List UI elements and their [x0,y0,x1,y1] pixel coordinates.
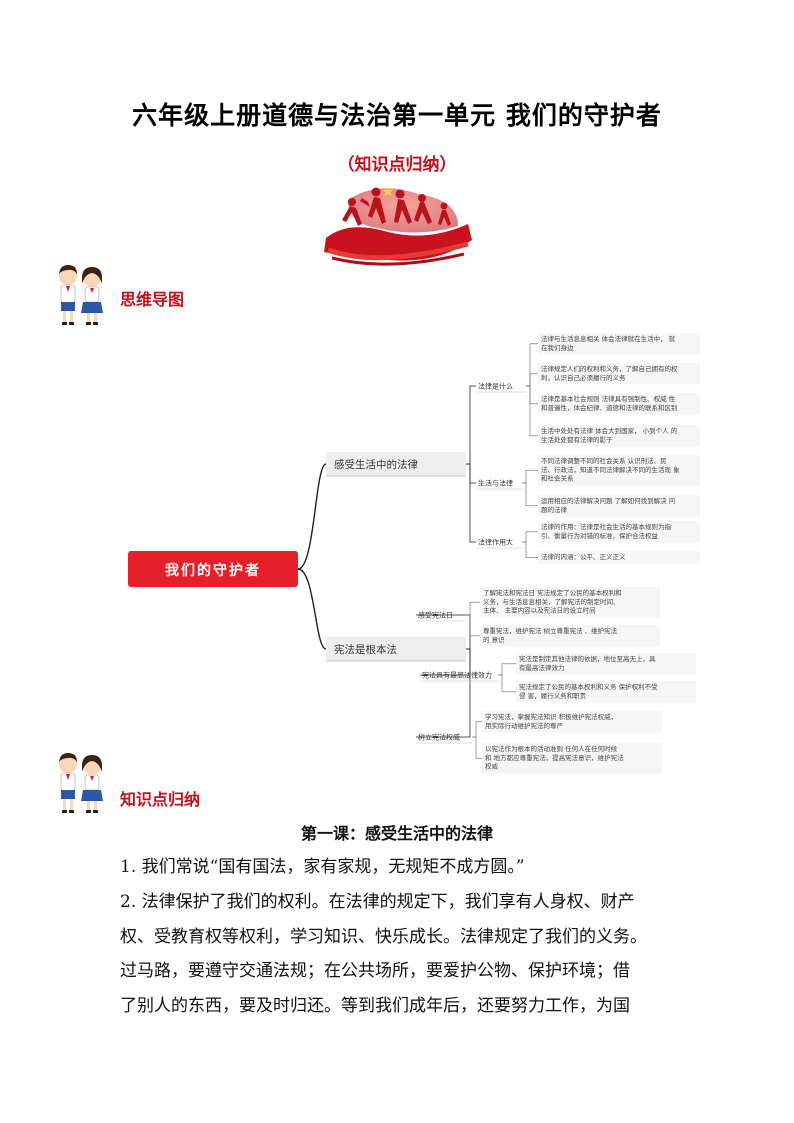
svg-text:利，认识自己必须履行的义务: 利，认识自己必须履行的义务 [541,373,626,382]
paragraph-line: 1. 我们常说“国有国法，家有家规，无规矩不成方圆。” [120,857,525,877]
mindmap-branch: 宪法是根本法 [326,637,466,662]
svg-text:义务，与生活息息相关，了解宪法的制定时间、: 义务，与生活息息相关，了解宪法的制定时间、 [483,597,620,606]
mindmap-leaf: 法律的内涵：公平、正义正义 [538,551,700,564]
paragraph-line: 了别人的东西，要及时归还。等到我们成年后，还要努力工作，为国 [120,995,630,1016]
svg-text:题的法律: 题的法律 [541,505,568,514]
svg-text:法律作用大: 法律作用大 [478,538,513,547]
svg-text:权威: 权威 [485,762,499,771]
mind-map: 我们的守护者 感受生活中的法律 法律是什么 法律与生活息息相关 体会法律就在生活中， … [128,333,700,774]
page-title: 六年级上册道德与法治第一单元 我们的守护者 [132,101,662,130]
mindmap-leaf: 法律是基本社会规则 法律具有强制性、权威 性和普遍性，体会纪律、道德和法律的联系… [538,393,700,415]
paragraph-line: 过马路，要遵守交通法规；在公共场所，要爱护公物、保护环境；借 [120,961,630,981]
svg-text:不同法律调整不同的社会关系 认识刑法、民: 不同法律调整不同的社会关系 认识刑法、民 [541,456,667,465]
svg-text:法律是什么: 法律是什么 [478,382,513,391]
svg-text:引、衡量行为对错的标准，保护合法权益: 引、衡量行为对错的标准，保护合法权益 [541,531,659,540]
mindmap-node: 宪法具有最高法律效力 [420,671,498,682]
svg-text:侵 害，履行义务和职责: 侵 害，履行义务和职责 [519,691,587,700]
svg-text:有最高法律效力: 有最高法律效力 [519,663,565,672]
mindmap-leaf: 了解宪法和宪法日 宪法规定了公民的基本权利和义务，与生活息息相关，了解宪法的制定… [480,587,660,618]
svg-text:感受宪法日: 感受宪法日 [418,611,453,620]
points-heading: 知识点归纳 [120,790,201,809]
svg-text:在我们身边: 在我们身边 [541,343,574,352]
svg-text:主体、 主要内容以及宪法日的设立时间: 主体、 主要内容以及宪法日的设立时间 [483,606,596,615]
mindmap-branch: 感受生活中的法律 [326,452,466,477]
svg-text:生活与法律: 生活与法律 [478,479,513,488]
svg-text:树立宪法权威: 树立宪法权威 [418,733,460,742]
mindmap-root: 我们的守护者 [128,551,298,587]
mindmap-leaf: 宪法是制定其他法律的依据，地位至高无上，具有最高法律效力 [516,653,696,675]
mindmap-leaf: 不同法律调整不同的社会关系 认识刑法、民法、行政法，知道不同法律解决不同的生活现… [538,455,700,486]
svg-text:宪法具有最高法律效力: 宪法具有最高法律效力 [422,671,492,680]
paragraph-line: 2. 法律保护了我们的权利。在法律的规定下，我们享有人身权、财产 [120,892,635,912]
svg-text:宪法是根本法: 宪法是根本法 [334,643,397,656]
mindmap-node: 法律作用大 [476,538,522,549]
svg-text:法律与生活息息相关 体会法律就在生活中， 就: 法律与生活息息相关 体会法律就在生活中， 就 [541,334,676,343]
svg-text:感受生活中的法律: 感受生活中的法律 [334,458,418,471]
svg-text:运用相应的法律解决问题 了解如何找到解决 问: 运用相应的法律解决问题 了解如何找到解决 问 [541,496,675,505]
paragraph-2: 2. 法律保护了我们的权利。在法律的规定下，我们享有人身权、财产 权、受教育权等… [120,885,680,1023]
paragraph-line: 权、受教育权等权利，学习知识、快乐成长。法律规定了我们的义务。 [120,926,647,947]
svg-text:的 意识: 的 意识 [483,635,505,644]
mindmap-node: 树立宪法权威 [416,733,472,744]
svg-text:和社会关系: 和社会关系 [541,474,574,483]
kids-illustration-icon [59,753,103,813]
svg-text:生活中处处有法律 体会大到国家， 小到个人 的: 生活中处处有法律 体会大到国家， 小到个人 的 [541,426,678,435]
svg-text:法律的作用：法律是社会生活的基本规则为指: 法律的作用：法律是社会生活的基本规则为指 [541,522,672,531]
svg-text:用实际行动维护宪法的尊严: 用实际行动维护宪法的尊严 [485,721,564,730]
svg-text:和普遍性，体会纪律、道德和法律的联系和区别: 和普遍性，体会纪律、道德和法律的联系和区别 [541,403,678,412]
lesson-title: 第一课：感受生活中的法律 [300,824,493,843]
mindmap-leaf: 尊重宪法，维护宪法 树立尊重宪法 、维护宪法的 意识 [480,625,660,647]
page-subtitle: （知识点归纳） [337,155,457,175]
mindmap-node: 法律是什么 [476,382,526,393]
svg-text:宪法规定了公民的基本权利和义务 保护权利不受: 宪法规定了公民的基本权利和义务 保护权利不受 [519,682,658,691]
svg-text:尊重宪法，维护宪法 树立尊重宪法 、维护宪法: 尊重宪法，维护宪法 树立尊重宪法 、维护宪法 [483,626,618,635]
svg-text:学习宪法，掌握宪法知识 积极维护宪法权威，: 学习宪法，掌握宪法知识 积极维护宪法权威， [485,712,617,721]
svg-text:生活处处都有法律的影子: 生活处处都有法律的影子 [541,435,613,444]
kids-illustration-icon [59,265,103,325]
svg-text:和 地方都应尊重宪法，提高宪法意识，维护宪法: 和 地方都应尊重宪法，提高宪法意识，维护宪法 [485,753,624,762]
paragraph-1: 1. 我们常说“国有国法，家有家规，无规矩不成方圆。” [120,850,680,885]
svg-text:法律的内涵：公平、正义正义: 法律的内涵：公平、正义正义 [541,552,626,561]
sports-banner-illustration [324,186,472,266]
svg-text:宪法是制定其他法律的依据，地位至高无上，具: 宪法是制定其他法律的依据，地位至高无上，具 [519,654,656,663]
mindmap-node: 生活与法律 [476,479,522,490]
svg-text:以宪法作为根本的活动准则 任何人在任何时候: 以宪法作为根本的活动准则 任何人在任何时候 [485,744,618,753]
mindmap-leaf: 学习宪法，掌握宪法知识 积极维护宪法权威，用实际行动维护宪法的尊严 [482,711,662,733]
svg-text:法律规定人们的权利和义务，了解自己拥有的权: 法律规定人们的权利和义务，了解自己拥有的权 [541,364,678,373]
svg-text:法律是基本社会规则 法律具有强制性、权威 性: 法律是基本社会规则 法律具有强制性、权威 性 [541,394,676,403]
svg-text:我们的守护者: 我们的守护者 [165,562,261,579]
mindmap-node: 感受宪法日 [416,611,466,622]
svg-text:了解宪法和宪法日 宪法规定了公民的基本权利和: 了解宪法和宪法日 宪法规定了公民的基本权利和 [483,588,622,597]
mindmap-heading: 思维导图 [120,290,185,309]
svg-text:法、行政法，知道不同法律解决不同的生活现 象: 法、行政法，知道不同法律解决不同的生活现 象 [541,465,680,474]
